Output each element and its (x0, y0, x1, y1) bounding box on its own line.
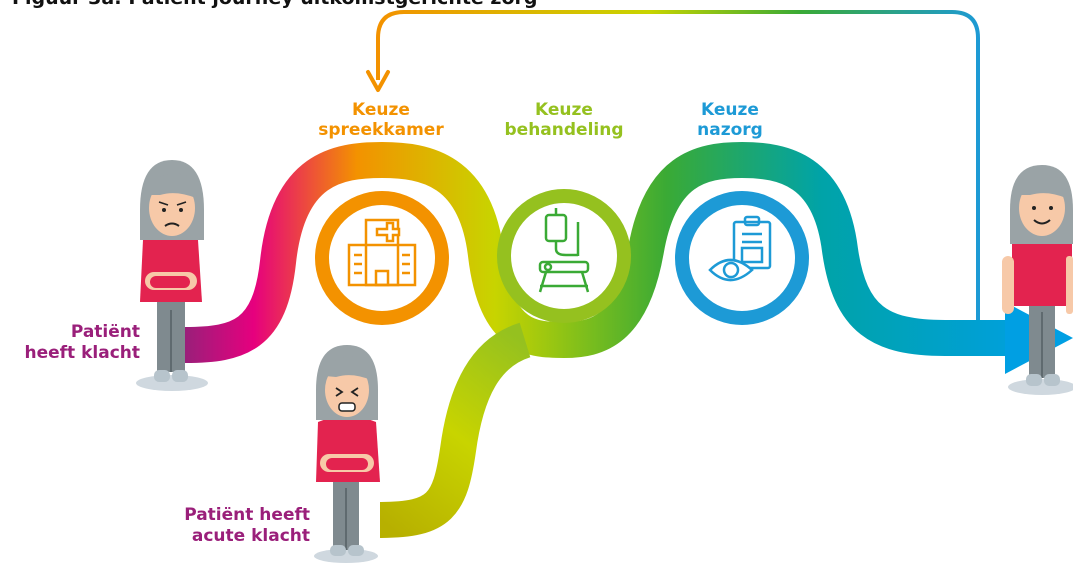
patient-label-line1: Patiënt (70, 322, 140, 342)
stage-circle-spreekkamer (315, 191, 449, 325)
figure-title: Figuur 3a: Patiënt journey uitkomstgeric… (12, 0, 538, 9)
patient-label-line2: heeft klacht (24, 343, 140, 363)
stage-label-line2: nazorg (697, 120, 763, 140)
patient-label-acute-klacht: Patiënt heeft acute klacht (150, 505, 310, 547)
journey-path (184, 141, 1025, 363)
hospital-icon (347, 218, 417, 287)
patient-pain-figure (314, 345, 380, 563)
treatment-icon (538, 208, 590, 293)
acute-branch-path (379, 322, 532, 538)
stage-label-behandeling: Keuze behandeling (494, 100, 634, 140)
stage-label-line2: behandeling (504, 120, 624, 140)
stage-label-line2: spreekkamer (318, 120, 444, 140)
stage-label-line1: Keuze (352, 100, 410, 120)
patient-label-line2: acute klacht (191, 526, 310, 546)
patient-label-line1: Patiënt heeft (184, 505, 310, 525)
stage-label-line1: Keuze (701, 100, 759, 120)
stage-label-nazorg: Keuze nazorg (680, 100, 780, 140)
eye-report-icon (708, 215, 772, 282)
patient-label-klacht: Patiënt heeft klacht (0, 322, 140, 364)
patient-happy-figure (1002, 165, 1073, 395)
stage-circle-nazorg (675, 191, 809, 325)
stage-circle-behandeling (497, 189, 631, 323)
feedback-loop-arrow (366, 10, 980, 330)
stage-label-line1: Keuze (535, 100, 593, 120)
stage-label-spreekkamer: Keuze spreekkamer (313, 100, 449, 140)
patient-worried-figure (136, 160, 208, 391)
